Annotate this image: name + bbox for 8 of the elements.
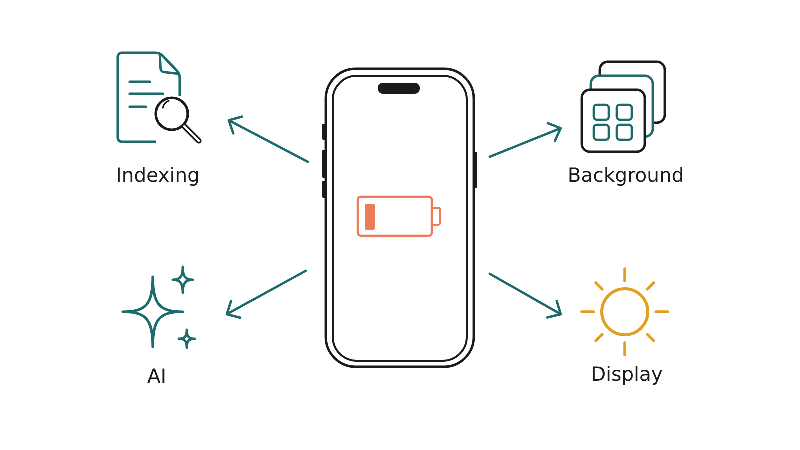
icon-label: AI	[148, 368, 165, 383]
icon-label: Display	[592, 366, 662, 386]
arrow	[488, 122, 562, 158]
arrow	[228, 116, 310, 164]
icon-label: Background	[570, 167, 682, 186]
arrow	[488, 272, 562, 319]
icon-label: Indexing	[118, 167, 198, 186]
arrow	[226, 270, 308, 320]
